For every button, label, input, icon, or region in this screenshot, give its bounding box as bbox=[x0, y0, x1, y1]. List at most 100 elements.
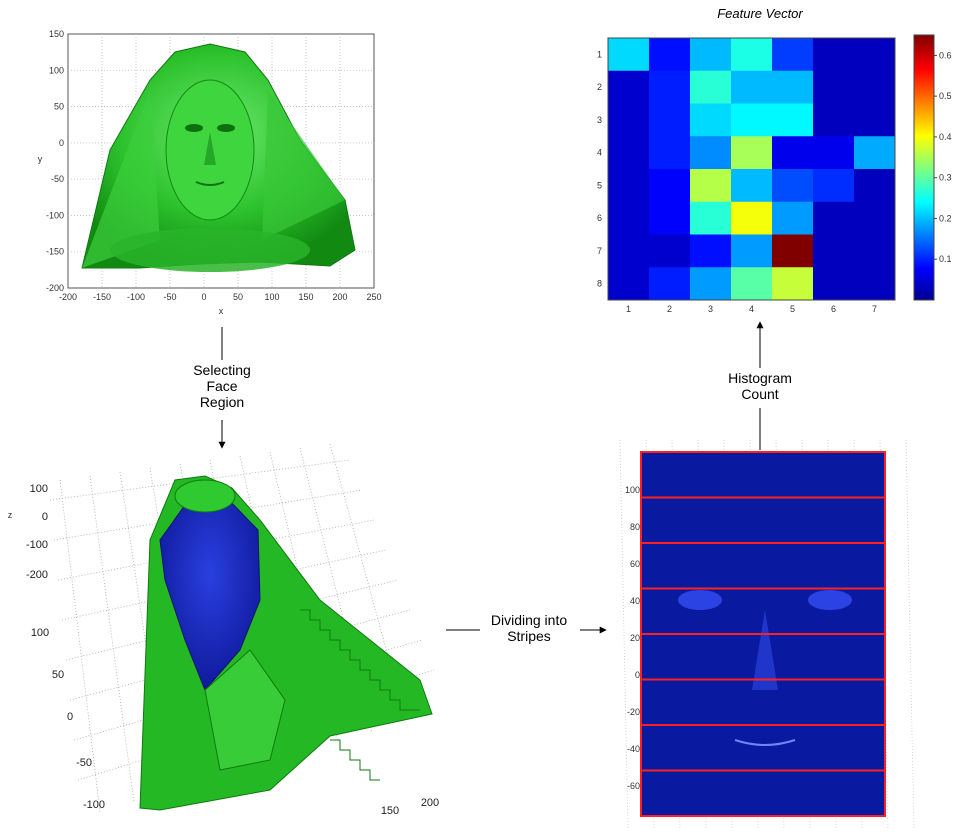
heatmap-cell bbox=[608, 103, 650, 137]
face-plot-x-label: x bbox=[219, 306, 224, 316]
heatmap-x-tick: 7 bbox=[872, 304, 877, 314]
stripe-y-tick: -60 bbox=[627, 781, 640, 791]
face-y-tick: 100 bbox=[49, 65, 64, 75]
heatmap-cell bbox=[608, 136, 650, 170]
heatmap-cell bbox=[608, 234, 650, 268]
step-histogram-label: Histogram Count bbox=[700, 370, 820, 402]
heatmap-x-tick: 3 bbox=[708, 304, 713, 314]
heatmap-cell bbox=[649, 201, 691, 235]
region-grid-line bbox=[73, 639, 423, 741]
heatmap-cell bbox=[690, 70, 732, 104]
face-x-tick: 0 bbox=[201, 292, 206, 302]
heatmap-cell bbox=[690, 234, 732, 268]
colorbar-tick-label: 0.4 bbox=[939, 132, 952, 142]
stripe-outline bbox=[640, 451, 886, 817]
stripe-eye-left bbox=[678, 590, 722, 610]
stripe-divider-lines bbox=[641, 496, 885, 772]
region-plot-z-label: z bbox=[8, 510, 13, 520]
face-mesh-cone-left bbox=[82, 90, 160, 268]
heatmap-x-tick: 1 bbox=[626, 304, 631, 314]
region-mesh-stairs bbox=[300, 609, 420, 711]
heatmap-cell bbox=[608, 267, 650, 301]
colorbar-tick-label: 0.6 bbox=[939, 50, 952, 60]
heatmap-cell bbox=[854, 234, 896, 268]
heatmap-cell bbox=[731, 169, 773, 203]
colorbar-tick-label: 0.1 bbox=[939, 254, 952, 264]
region-y-tick: 100 bbox=[31, 627, 49, 639]
region-z-tick: -100 bbox=[26, 539, 48, 551]
heatmap-cell bbox=[772, 267, 814, 301]
region-grid-line bbox=[299, 447, 373, 733]
region-y-tick: 50 bbox=[52, 669, 64, 681]
face-y-tick: -50 bbox=[51, 174, 64, 184]
heatmap-y-tick: 6 bbox=[597, 213, 602, 223]
heatmap-cell bbox=[772, 201, 814, 235]
heatmap-cell bbox=[731, 70, 773, 104]
step-select-line1: Selecting bbox=[193, 362, 251, 378]
heatmap-cell bbox=[649, 136, 691, 170]
region-z-tick: -200 bbox=[26, 569, 48, 581]
face-x-tick: -200 bbox=[59, 292, 77, 302]
heatmap-cell bbox=[690, 103, 732, 137]
face-x-tick: -50 bbox=[163, 292, 176, 302]
heatmap-cell bbox=[772, 136, 814, 170]
heatmap-cell bbox=[813, 136, 855, 170]
heatmap-cell bbox=[649, 38, 691, 72]
heatmap-cell bbox=[813, 38, 855, 72]
stripe-y-tick: 60 bbox=[630, 559, 640, 569]
face-shoulders bbox=[110, 228, 310, 272]
heatmap-cell bbox=[731, 234, 773, 268]
heatmap-cell bbox=[813, 103, 855, 137]
heatmap-cell bbox=[649, 103, 691, 137]
heatmap-cell bbox=[813, 70, 855, 104]
region-y-tick: -50 bbox=[76, 757, 92, 769]
stripe-y-tick: -40 bbox=[627, 744, 640, 754]
heatmap-cell bbox=[772, 103, 814, 137]
heatmap-cell bbox=[854, 38, 896, 72]
face-plot-y-label: y bbox=[38, 154, 43, 164]
step-histogram-line1: Histogram bbox=[728, 370, 792, 386]
heatmap-cell bbox=[772, 169, 814, 203]
heatmap-cell bbox=[731, 267, 773, 301]
face-mesh-cone-right bbox=[262, 90, 345, 240]
heatmap-x-tick: 4 bbox=[749, 304, 754, 314]
stripe-y-tick: 20 bbox=[630, 633, 640, 643]
heatmap-cell bbox=[813, 201, 855, 235]
heatmap-x-tick: 5 bbox=[790, 304, 795, 314]
region-mesh-stairs-lower bbox=[330, 739, 380, 781]
heatmap-cell bbox=[854, 169, 896, 203]
heatmap-cell bbox=[772, 234, 814, 268]
heatmap-cell bbox=[772, 70, 814, 104]
region-y-tick: 0 bbox=[67, 711, 73, 723]
step-divide-label: Dividing into Stripes bbox=[474, 612, 584, 644]
stripe-y-tick: 40 bbox=[630, 596, 640, 606]
region-x-tick: 200 bbox=[421, 797, 439, 809]
heatmap-y-tick: 2 bbox=[597, 82, 602, 92]
heatmap-axes-box bbox=[607, 37, 896, 301]
stripe-eye-right bbox=[808, 590, 852, 610]
heatmap-cell bbox=[813, 169, 855, 203]
heatmap-y-tick: 1 bbox=[597, 49, 602, 59]
heatmap-cells bbox=[608, 38, 896, 301]
region-chin bbox=[204, 649, 286, 771]
heatmap-colorbar-ticks: 0.60.50.40.30.20.1 bbox=[934, 50, 952, 264]
heatmap-y-tick: 5 bbox=[597, 180, 602, 190]
face-y-tick: -100 bbox=[46, 210, 64, 220]
face-eye-right bbox=[217, 124, 235, 132]
face-y-tick: -200 bbox=[46, 283, 64, 293]
region-grid-line bbox=[89, 475, 135, 803]
step-select-label: Selecting Face Region bbox=[170, 362, 274, 410]
heatmap-cell bbox=[772, 38, 814, 72]
heatmap-y-tick: 8 bbox=[597, 279, 602, 289]
heatmap-y-tick: 7 bbox=[597, 246, 602, 256]
heatmap-cell bbox=[731, 38, 773, 72]
face-nose bbox=[204, 132, 216, 165]
stripe-y-tick: -20 bbox=[627, 707, 640, 717]
face-x-tick: 200 bbox=[332, 292, 347, 302]
heatmap-colorbar bbox=[913, 34, 935, 301]
